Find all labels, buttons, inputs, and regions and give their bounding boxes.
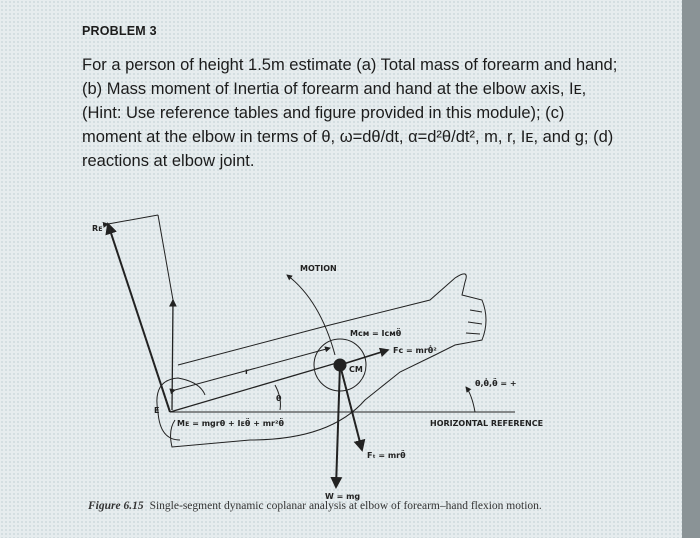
- cm-label: CM: [349, 365, 363, 374]
- figure-number: Figure 6.15: [88, 500, 144, 512]
- r-label: r: [245, 367, 249, 376]
- ft-label: Fₜ = mrθ̈: [367, 450, 406, 460]
- mcm-label: Mᴄᴍ = Iᴄᴍθ̈: [350, 328, 402, 338]
- fc-label: Fᴄ = mrθ̇²: [393, 344, 437, 355]
- caption-text: Single-segment dynamic coplanar analysis…: [149, 500, 542, 512]
- e-label: E: [154, 406, 159, 415]
- figure-caption: Figure 6.15 Single-segment dynamic coplan…: [88, 500, 568, 513]
- theta-label: θ: [276, 394, 282, 403]
- screen-edge: [682, 0, 700, 538]
- problem-text: For a person of height 1.5m estimate (a)…: [82, 56, 618, 170]
- me-label: Mᴇ = mgrθ + Iᴇθ̈ + mr²θ̈: [177, 418, 284, 428]
- motion-label: MOTION: [300, 264, 337, 273]
- re-label: Rᴇ: [92, 224, 103, 233]
- horizontal-reference-label: HORIZONTAL REFERENCE: [430, 419, 543, 428]
- forearm-outline: [170, 273, 487, 448]
- problem-title: PROBLEM 3: [82, 24, 157, 38]
- w-label: W = mg: [325, 492, 360, 501]
- sign-label: θ,θ̇,θ̈ = +: [475, 377, 517, 388]
